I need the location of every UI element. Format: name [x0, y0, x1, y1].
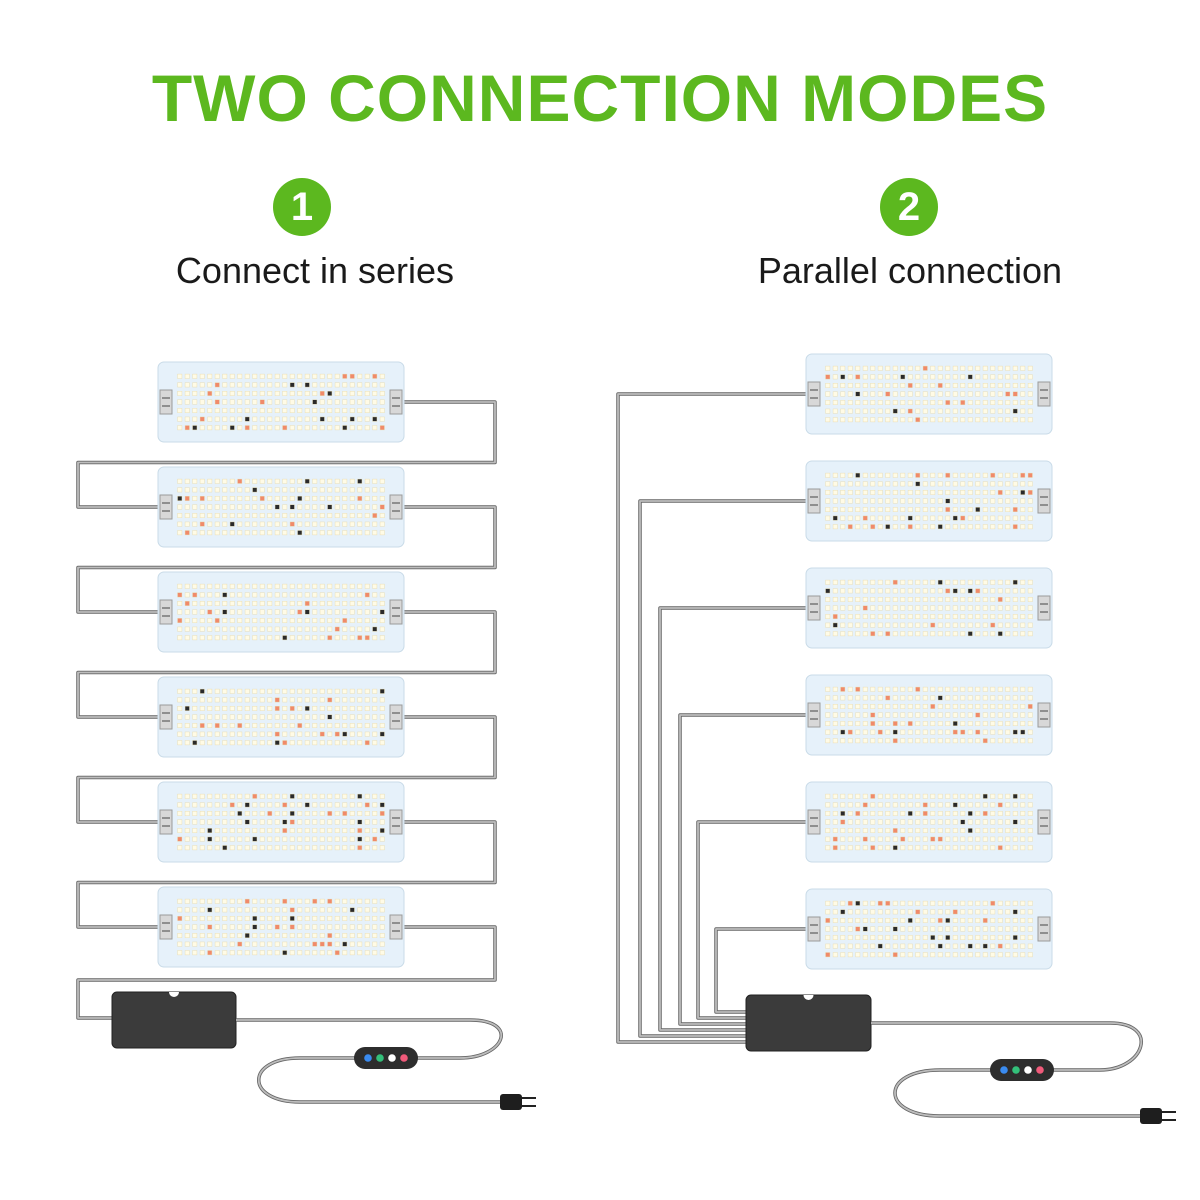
remote-button-green: [1012, 1066, 1020, 1074]
parallel-led-panel-6: [805, 888, 1053, 970]
panel-connector: [389, 389, 403, 415]
series-led-panel-2: [157, 466, 405, 548]
panel-connector: [159, 389, 173, 415]
mode-2-label: Parallel connection: [757, 250, 1063, 291]
remote-button-red: [1036, 1066, 1044, 1074]
drivers: [111, 991, 1176, 1124]
parallel-led-panel-4: [805, 674, 1053, 756]
panel-connector: [1037, 381, 1051, 407]
remote-button-white: [1024, 1066, 1032, 1074]
series-dimmer-remote: [354, 1047, 418, 1069]
remote-button-white: [388, 1054, 396, 1062]
parallel-panels: [805, 353, 1053, 970]
series-power-plug: [500, 1094, 536, 1110]
panel-connector: [159, 704, 173, 730]
parallel-wire-5: [696, 820, 806, 1020]
mode-1-number-badge: 1: [273, 178, 331, 236]
parallel-wire-2: [638, 499, 806, 1038]
parallel-wiring: [616, 392, 806, 1044]
page-title: TWO CONNECTION MODES: [151, 61, 1049, 135]
series-led-panel-6: [157, 886, 405, 968]
panel-connector: [159, 494, 173, 520]
parallel-led-panel-1: [805, 353, 1053, 435]
parallel-led-panel-3: [805, 567, 1053, 649]
panel-connector: [389, 914, 403, 940]
panel-connector: [807, 702, 821, 728]
mode-1-label: Connect in series: [175, 250, 455, 291]
panel-connector: [807, 809, 821, 835]
parallel-dimmer-remote: [990, 1059, 1054, 1081]
remote-button-blue: [364, 1054, 372, 1062]
remote-button-green: [376, 1054, 384, 1062]
panel-connector: [807, 595, 821, 621]
panel-connector: [1037, 595, 1051, 621]
panel-connector: [1037, 702, 1051, 728]
parallel-power-plug: [1140, 1108, 1176, 1124]
panel-connector: [807, 381, 821, 407]
series-led-panel-1: [157, 361, 405, 443]
panel-connector: [159, 809, 173, 835]
panel-connector: [389, 809, 403, 835]
panel-connector: [389, 494, 403, 520]
panel-connector: [389, 599, 403, 625]
series-led-panel-3: [157, 571, 405, 653]
parallel-driver: [745, 994, 872, 1052]
panel-connector: [807, 488, 821, 514]
parallel-wire-1: [616, 392, 806, 1044]
series-wiring: [76, 400, 497, 1020]
panel-connector: [1037, 916, 1051, 942]
parallel-led-panel-2: [805, 460, 1053, 542]
remote-button-red: [400, 1054, 408, 1062]
panel-connector: [1037, 488, 1051, 514]
parallel-led-panel-5: [805, 781, 1053, 863]
panel-connector: [807, 916, 821, 942]
series-driver: [111, 991, 237, 1049]
panel-connector: [1037, 809, 1051, 835]
series-led-panel-5: [157, 781, 405, 863]
panel-connector: [159, 599, 173, 625]
series-panels: [157, 361, 405, 968]
remote-button-blue: [1000, 1066, 1008, 1074]
mode-2-number-badge: 2: [880, 178, 938, 236]
series-led-panel-4: [157, 676, 405, 758]
panel-connector: [389, 704, 403, 730]
parallel-wire-3: [658, 606, 806, 1032]
panel-connector: [159, 914, 173, 940]
